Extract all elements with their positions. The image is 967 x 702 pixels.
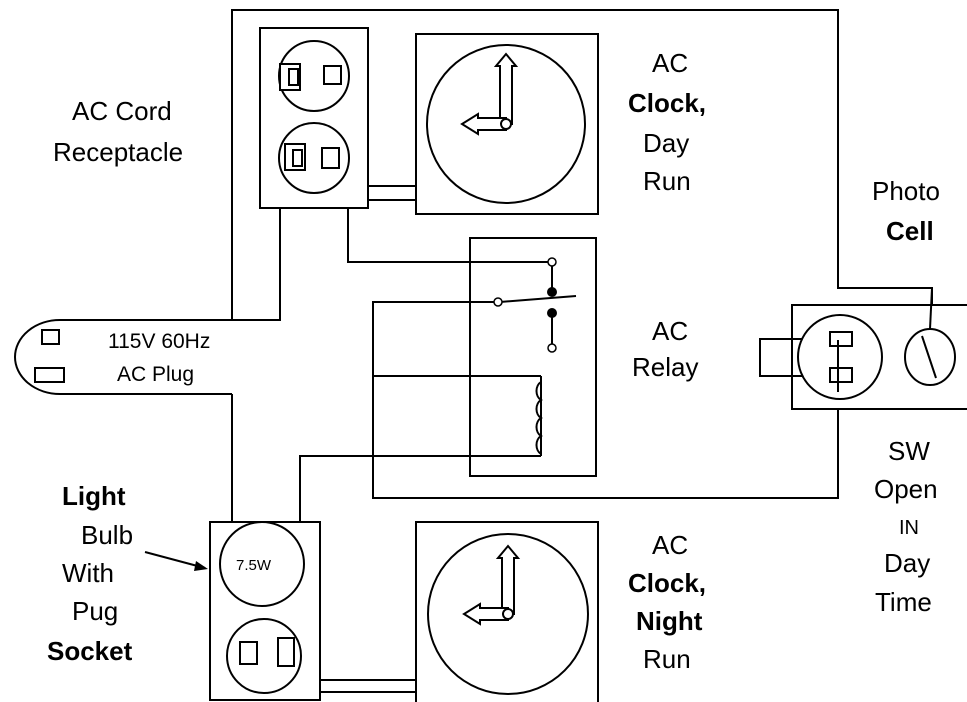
day-clock-center: [500, 118, 512, 130]
day-clock-label-line1: AC: [652, 48, 688, 78]
socket-slot-right: [277, 637, 295, 667]
relay-contact-top: [547, 257, 557, 267]
day-clock: AC Clock, Day Run: [415, 33, 706, 215]
night-clock-label-line2: Clock,: [628, 568, 706, 598]
plug-prong-bottom: [34, 367, 65, 383]
bulb-pointer-arrow: [144, 551, 206, 569]
bulb-label-line1: Light: [62, 481, 126, 511]
night-clock-label-line1: AC: [652, 530, 688, 560]
day-clock-hour-hand: [460, 112, 507, 136]
sw-note-line4: Day: [884, 548, 930, 578]
photocell-label-line1: Photo: [872, 176, 940, 206]
bulb-circle: [219, 521, 305, 607]
outlet-lower: [278, 122, 350, 194]
bulb-label-line5: Socket: [47, 636, 133, 666]
day-clock-minute-hand: [493, 52, 519, 125]
day-clock-label-line4: Run: [643, 166, 691, 196]
socket-slot-left: [239, 641, 258, 665]
relay-label-line1: AC: [652, 316, 688, 346]
relay-contact-common: [493, 297, 503, 307]
plug-label-line1: 115V 60Hz: [108, 330, 210, 353]
ac-relay: AC Relay: [469, 237, 698, 477]
day-clock-label-line3: Day: [643, 128, 689, 158]
bulb-label-line2: Bulb: [81, 520, 133, 550]
wire-coil-bottom: [299, 455, 541, 522]
plug-prong-top: [41, 329, 60, 345]
outlet-lower-slot-left-inner: [292, 149, 303, 167]
relay-contact-bottom: [547, 343, 557, 353]
bulb-wattage: 7.5W: [236, 557, 272, 574]
outlet-upper-slot-left-inner: [288, 68, 299, 86]
night-clock: AC Clock, Night Run: [415, 521, 706, 702]
wire-plug-top: [60, 208, 281, 321]
day-clock-label-line2: Clock,: [628, 88, 706, 118]
relay-box: [469, 237, 597, 477]
sw-note-line1: SW: [888, 436, 930, 466]
photocell-switch: [921, 335, 937, 379]
photocell-sensor-wire: [929, 287, 933, 330]
photocell-loop-inner: [759, 338, 838, 377]
outlet-lower-slot-right: [321, 147, 340, 169]
wire-relay-common: [372, 301, 839, 499]
night-clock-label-line4: Run: [643, 644, 691, 674]
sw-note-line3: IN: [899, 517, 919, 539]
photocell-label-line2: Cell: [886, 216, 934, 246]
receptacle-label-line2: Receptacle: [53, 137, 183, 167]
night-clock-hour-hand: [462, 602, 509, 626]
photocell-prong-bottom: [829, 367, 853, 383]
relay-label-line2: Relay: [632, 352, 698, 382]
light-bulb-socket: 7.5W Light Bulb With Pug Socket: [47, 481, 321, 701]
bulb-label-line3: With: [62, 558, 114, 588]
night-clock-label-line3: Night: [636, 606, 703, 636]
plug-label-line2: AC Plug: [117, 363, 194, 386]
bulb-pointer-arrowhead: [194, 561, 208, 571]
sw-note-line2: Open: [874, 474, 938, 504]
relay-coil: [535, 381, 543, 455]
night-clock-center: [502, 608, 514, 620]
photo-cell: Photo Cell SW Open IN Day Time: [759, 176, 967, 617]
relay-contact-nc: [547, 308, 557, 318]
ac-plug: 115V 60Hz AC Plug: [14, 319, 210, 395]
relay-armature: [499, 295, 577, 303]
bulb-label-line4: Pug: [72, 596, 118, 626]
receptacle-label-line1: AC Cord: [72, 96, 172, 126]
outlet-upper-slot-right: [323, 65, 342, 85]
night-clock-minute-hand: [495, 544, 521, 615]
photocell-plug: [797, 314, 883, 400]
ac-cord-receptacle: AC Cord Receptacle: [53, 27, 369, 209]
sw-note-line5: Time: [875, 587, 932, 617]
photocell-prong-top: [829, 331, 853, 347]
relay-contact-no: [547, 287, 557, 297]
